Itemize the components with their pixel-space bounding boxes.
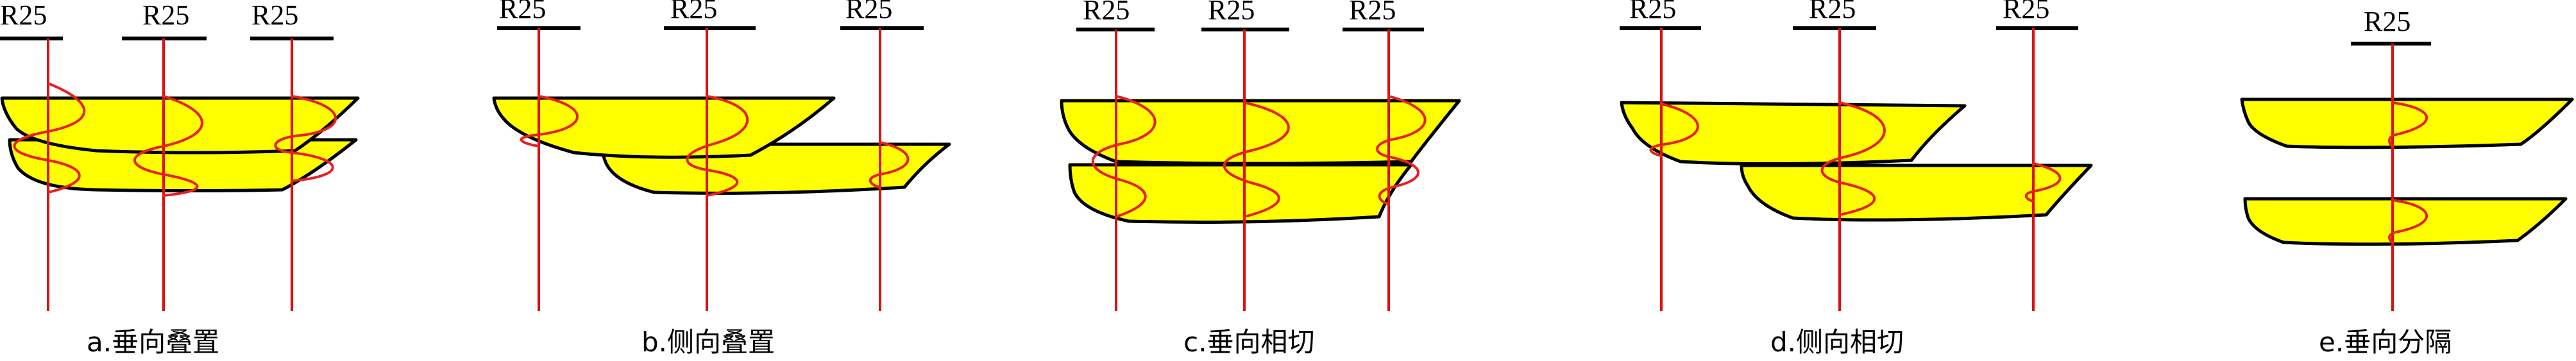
log-curve: [133, 95, 203, 197]
well-1: R25: [0, 0, 86, 311]
panel-e: R25 e.垂向分隔: [2240, 6, 2574, 358]
well-3: R25: [250, 0, 337, 311]
well-2: R25: [1201, 0, 1290, 311]
log-curve: [1376, 95, 1427, 205]
sand-body-upper: [1060, 99, 1461, 165]
well-1: R25: [2351, 6, 2431, 311]
well-3: R25: [840, 0, 924, 311]
well-label: R25: [1629, 0, 1676, 24]
well-label: R25: [1809, 0, 1856, 24]
log-curve: [274, 95, 337, 182]
log-curve: [2388, 101, 2428, 147]
well-2: R25: [1793, 0, 1886, 311]
sand-body-upper: [0, 96, 360, 155]
well-label: R25: [1349, 0, 1396, 26]
well-label: R25: [2003, 0, 2049, 24]
log-curve: [1820, 101, 1886, 216]
log-curve: [1649, 103, 1699, 157]
well-2: R25: [122, 0, 207, 311]
sand-body-upper: [2240, 97, 2574, 149]
log-curve: [13, 82, 86, 194]
log-curve: [1223, 101, 1290, 218]
well-3: R25: [1996, 0, 2078, 311]
well-label: R25: [1083, 0, 1130, 26]
well-label: R25: [142, 0, 189, 31]
panel-caption: a.垂向叠置: [87, 326, 219, 358]
panel-d: R25 R25 R25 d.侧向相切: [1620, 0, 2093, 358]
sand-body-lower: [2243, 197, 2568, 246]
log-curve: [869, 141, 910, 189]
log-curve: [686, 95, 749, 197]
panel-c: R25 R25 R25 c.垂向相切: [1060, 0, 1461, 358]
sand-body-lower: [1740, 164, 2093, 222]
well-label: R25: [1208, 0, 1255, 26]
panel-caption: c.垂向相切: [1183, 326, 1314, 358]
log-curve: [1091, 95, 1157, 218]
sand-body-upper: [492, 96, 836, 159]
well-2: R25: [664, 0, 756, 311]
sand-body-upper: [1620, 101, 1967, 166]
panel-caption: b.侧向叠置: [641, 326, 775, 358]
panel-caption: e.垂向分隔: [2319, 326, 2452, 358]
well-label: R25: [0, 0, 47, 31]
well-label: R25: [845, 0, 892, 24]
sand-body-lower: [1068, 163, 1413, 224]
well-3: R25: [1343, 0, 1427, 311]
well-label: R25: [2364, 6, 2411, 37]
well-label: R25: [499, 0, 546, 24]
panel-caption: d.侧向相切: [1770, 326, 1904, 358]
well-label: R25: [251, 0, 298, 31]
log-curve: [2025, 162, 2062, 203]
panel-a: R25 R25 R25 a.垂向叠置: [0, 0, 360, 358]
well-label: R25: [670, 0, 717, 24]
well-1: R25: [1620, 0, 1701, 311]
well-1: R25: [497, 0, 580, 311]
well-1: R25: [1076, 0, 1157, 311]
log-curve: [520, 95, 579, 147]
panel-b: R25 R25 R25 b.侧向叠置: [492, 0, 951, 358]
log-curve: [2388, 199, 2428, 244]
